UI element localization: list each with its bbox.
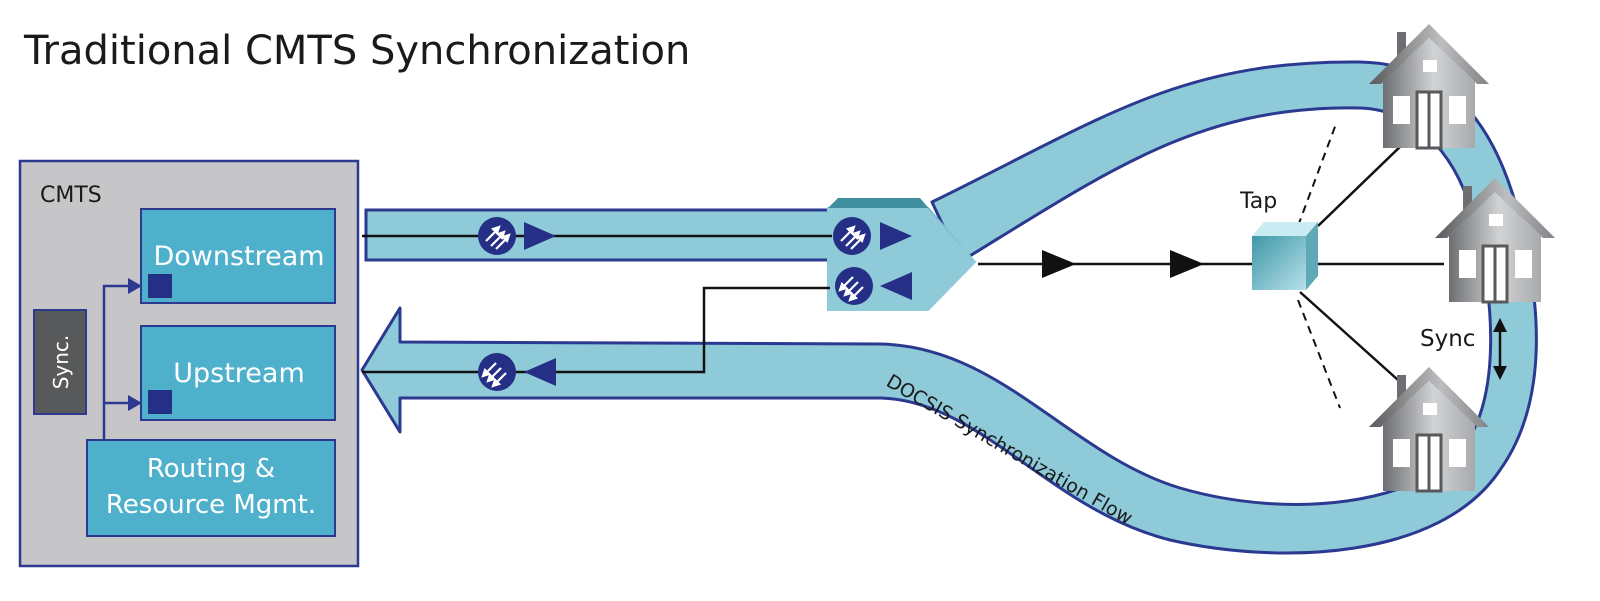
- upstream-port: [148, 390, 172, 414]
- routing-label-line1: Routing &: [147, 454, 275, 484]
- downstream-module: [140, 208, 336, 304]
- home-icon: [1369, 22, 1489, 150]
- cmts-label: CMTS: [40, 183, 102, 208]
- page-title: Traditional CMTS Synchronization: [23, 28, 690, 74]
- upstream-module: [140, 325, 336, 421]
- node-downstream-icon: [832, 216, 872, 256]
- tap-label: Tap: [1239, 189, 1277, 214]
- sync-label: Sync: [1420, 326, 1475, 352]
- node-upstream-icon: [834, 266, 874, 306]
- sync-module: [33, 309, 87, 415]
- home-icon: [1435, 176, 1555, 304]
- sync-double-arrow-icon: [1493, 318, 1507, 380]
- coax-trunk: [978, 123, 1444, 409]
- router-icon: [477, 216, 517, 256]
- downstream-signal-path: [362, 216, 832, 256]
- router-icon: [477, 352, 517, 392]
- sync-flow-pipe: [360, 60, 1538, 555]
- cmts-internal-links: [102, 284, 130, 440]
- sync-module-label: Sync.: [49, 335, 73, 390]
- home-icon: [1369, 365, 1489, 493]
- downstream-label: Downstream: [153, 241, 324, 272]
- upstream-label: Upstream: [173, 358, 305, 389]
- routing-label-line2: Resource Mgmt.: [106, 490, 316, 520]
- upstream-signal-path: [362, 286, 830, 392]
- tap-device: [1252, 222, 1318, 290]
- downstream-port: [148, 274, 172, 298]
- routing-module: [86, 439, 336, 537]
